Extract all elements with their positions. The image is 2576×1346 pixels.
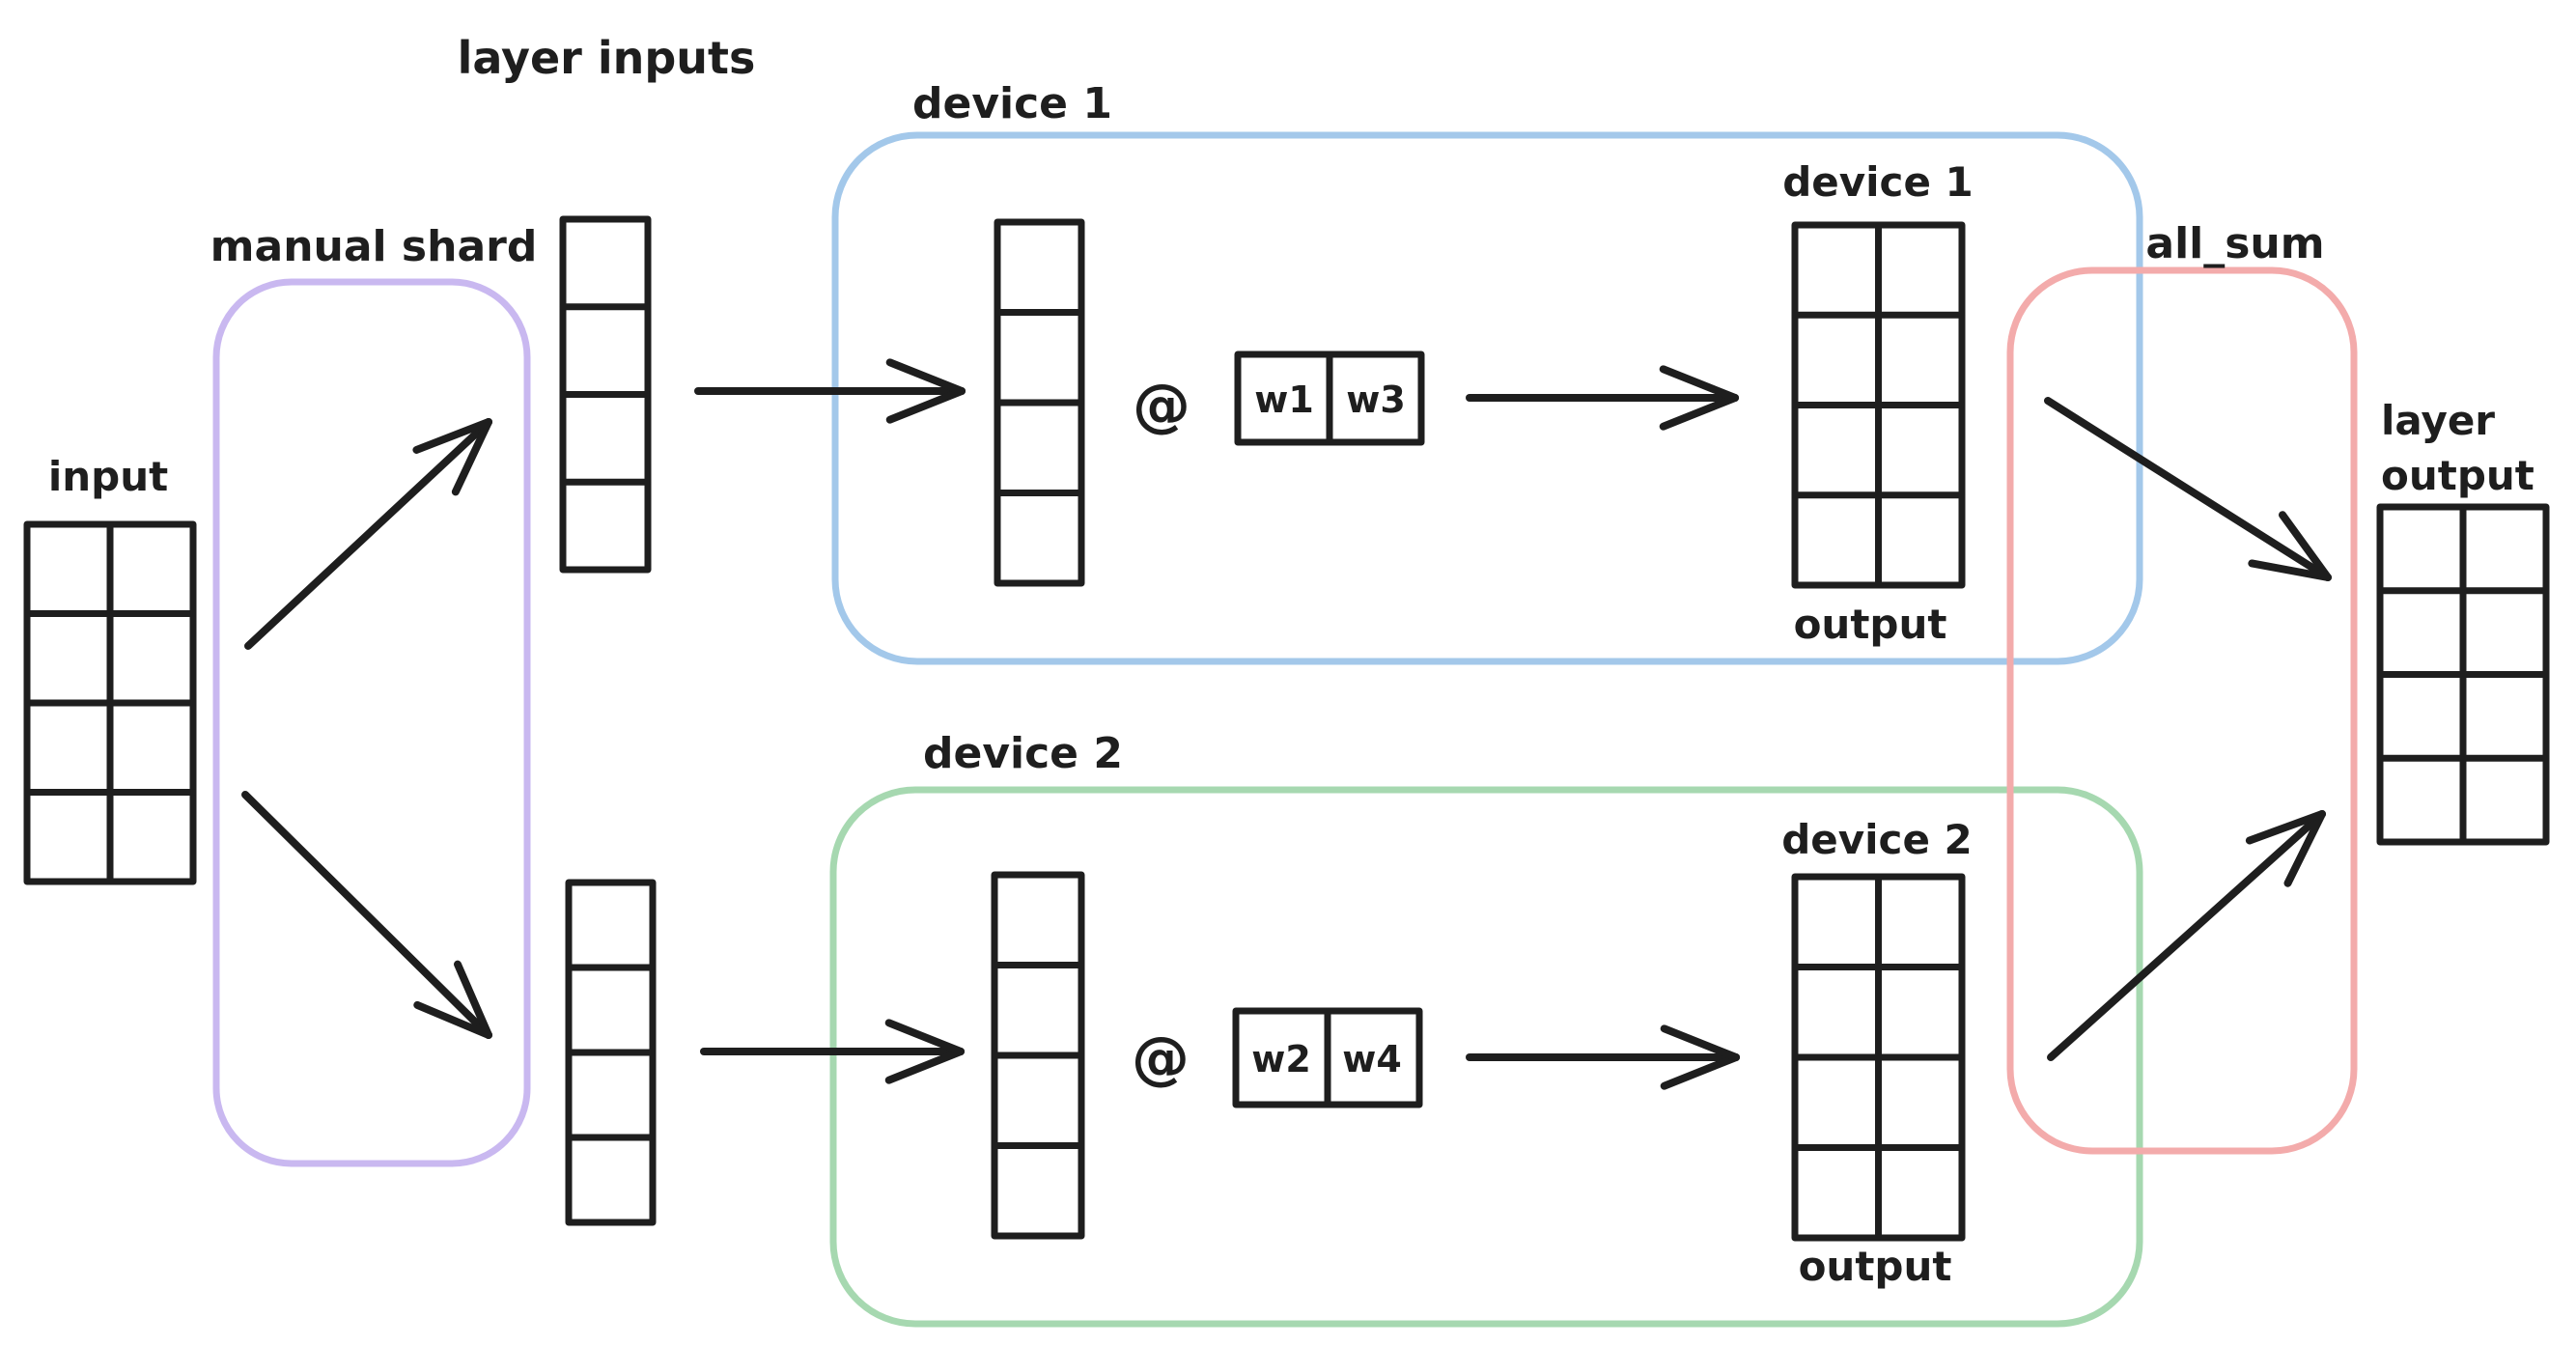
- device2-output-caption: output: [1799, 1243, 1952, 1290]
- diagram-title: layer inputs: [458, 32, 756, 84]
- device1-zone-label: device 1: [912, 79, 1112, 128]
- device1-matmul-operator: @: [1133, 372, 1190, 439]
- manual-shard-label: manual shard: [210, 222, 538, 271]
- device2-box: [829, 786, 2143, 1328]
- layer-output-matrix: [2376, 503, 2550, 846]
- arrow-device1-matmul-to-output: [1466, 365, 1739, 431]
- input-label: input: [48, 453, 168, 500]
- device2-output-matrix: [1791, 873, 1966, 1242]
- device1-weights-matrix: [1234, 351, 1425, 446]
- weight-w4-label: w4: [1342, 1038, 1402, 1080]
- arrow-input-to-bottom-shard: [241, 791, 492, 1039]
- arrow-device1-output-to-layer-output: [2044, 397, 2332, 581]
- manual-shard-box: [212, 278, 531, 1167]
- arrow-top-shard-to-device1: [694, 358, 966, 424]
- layer-input-top-matrix: [559, 215, 652, 574]
- arrow-device2-matmul-to-output: [1466, 1024, 1740, 1090]
- weight-w3-label: w3: [1346, 379, 1406, 421]
- layer-output-title-line1: layer: [2381, 397, 2495, 444]
- weight-w1-label: w1: [1254, 379, 1314, 421]
- input-matrix: [23, 520, 197, 885]
- arrow-bottom-shard-to-device2: [700, 1019, 965, 1084]
- device1-output-title: device 1: [1782, 158, 1974, 206]
- all-sum-box: [2006, 266, 2358, 1155]
- layer-output-title-line2: output: [2381, 452, 2534, 499]
- device2-zone-label: device 2: [923, 729, 1123, 778]
- device2-output-title: device 2: [1781, 816, 1973, 863]
- device2-activation-matrix: [991, 871, 1085, 1240]
- device1-output-matrix: [1791, 221, 1966, 589]
- weight-w2-label: w2: [1251, 1038, 1311, 1080]
- device2-matmul-operator: @: [1132, 1024, 1190, 1092]
- device1-output-caption: output: [1794, 601, 1947, 648]
- arrow-input-to-top-shard: [244, 418, 492, 650]
- layer-input-bottom-matrix: [565, 879, 657, 1226]
- arrow-device2-output-to-layer-output: [2047, 810, 2326, 1061]
- device2-weights-matrix: [1232, 1007, 1423, 1108]
- device1-box: [831, 131, 2143, 665]
- device1-activation-matrix: [994, 218, 1085, 587]
- all-sum-label: all_sum: [2145, 219, 2324, 268]
